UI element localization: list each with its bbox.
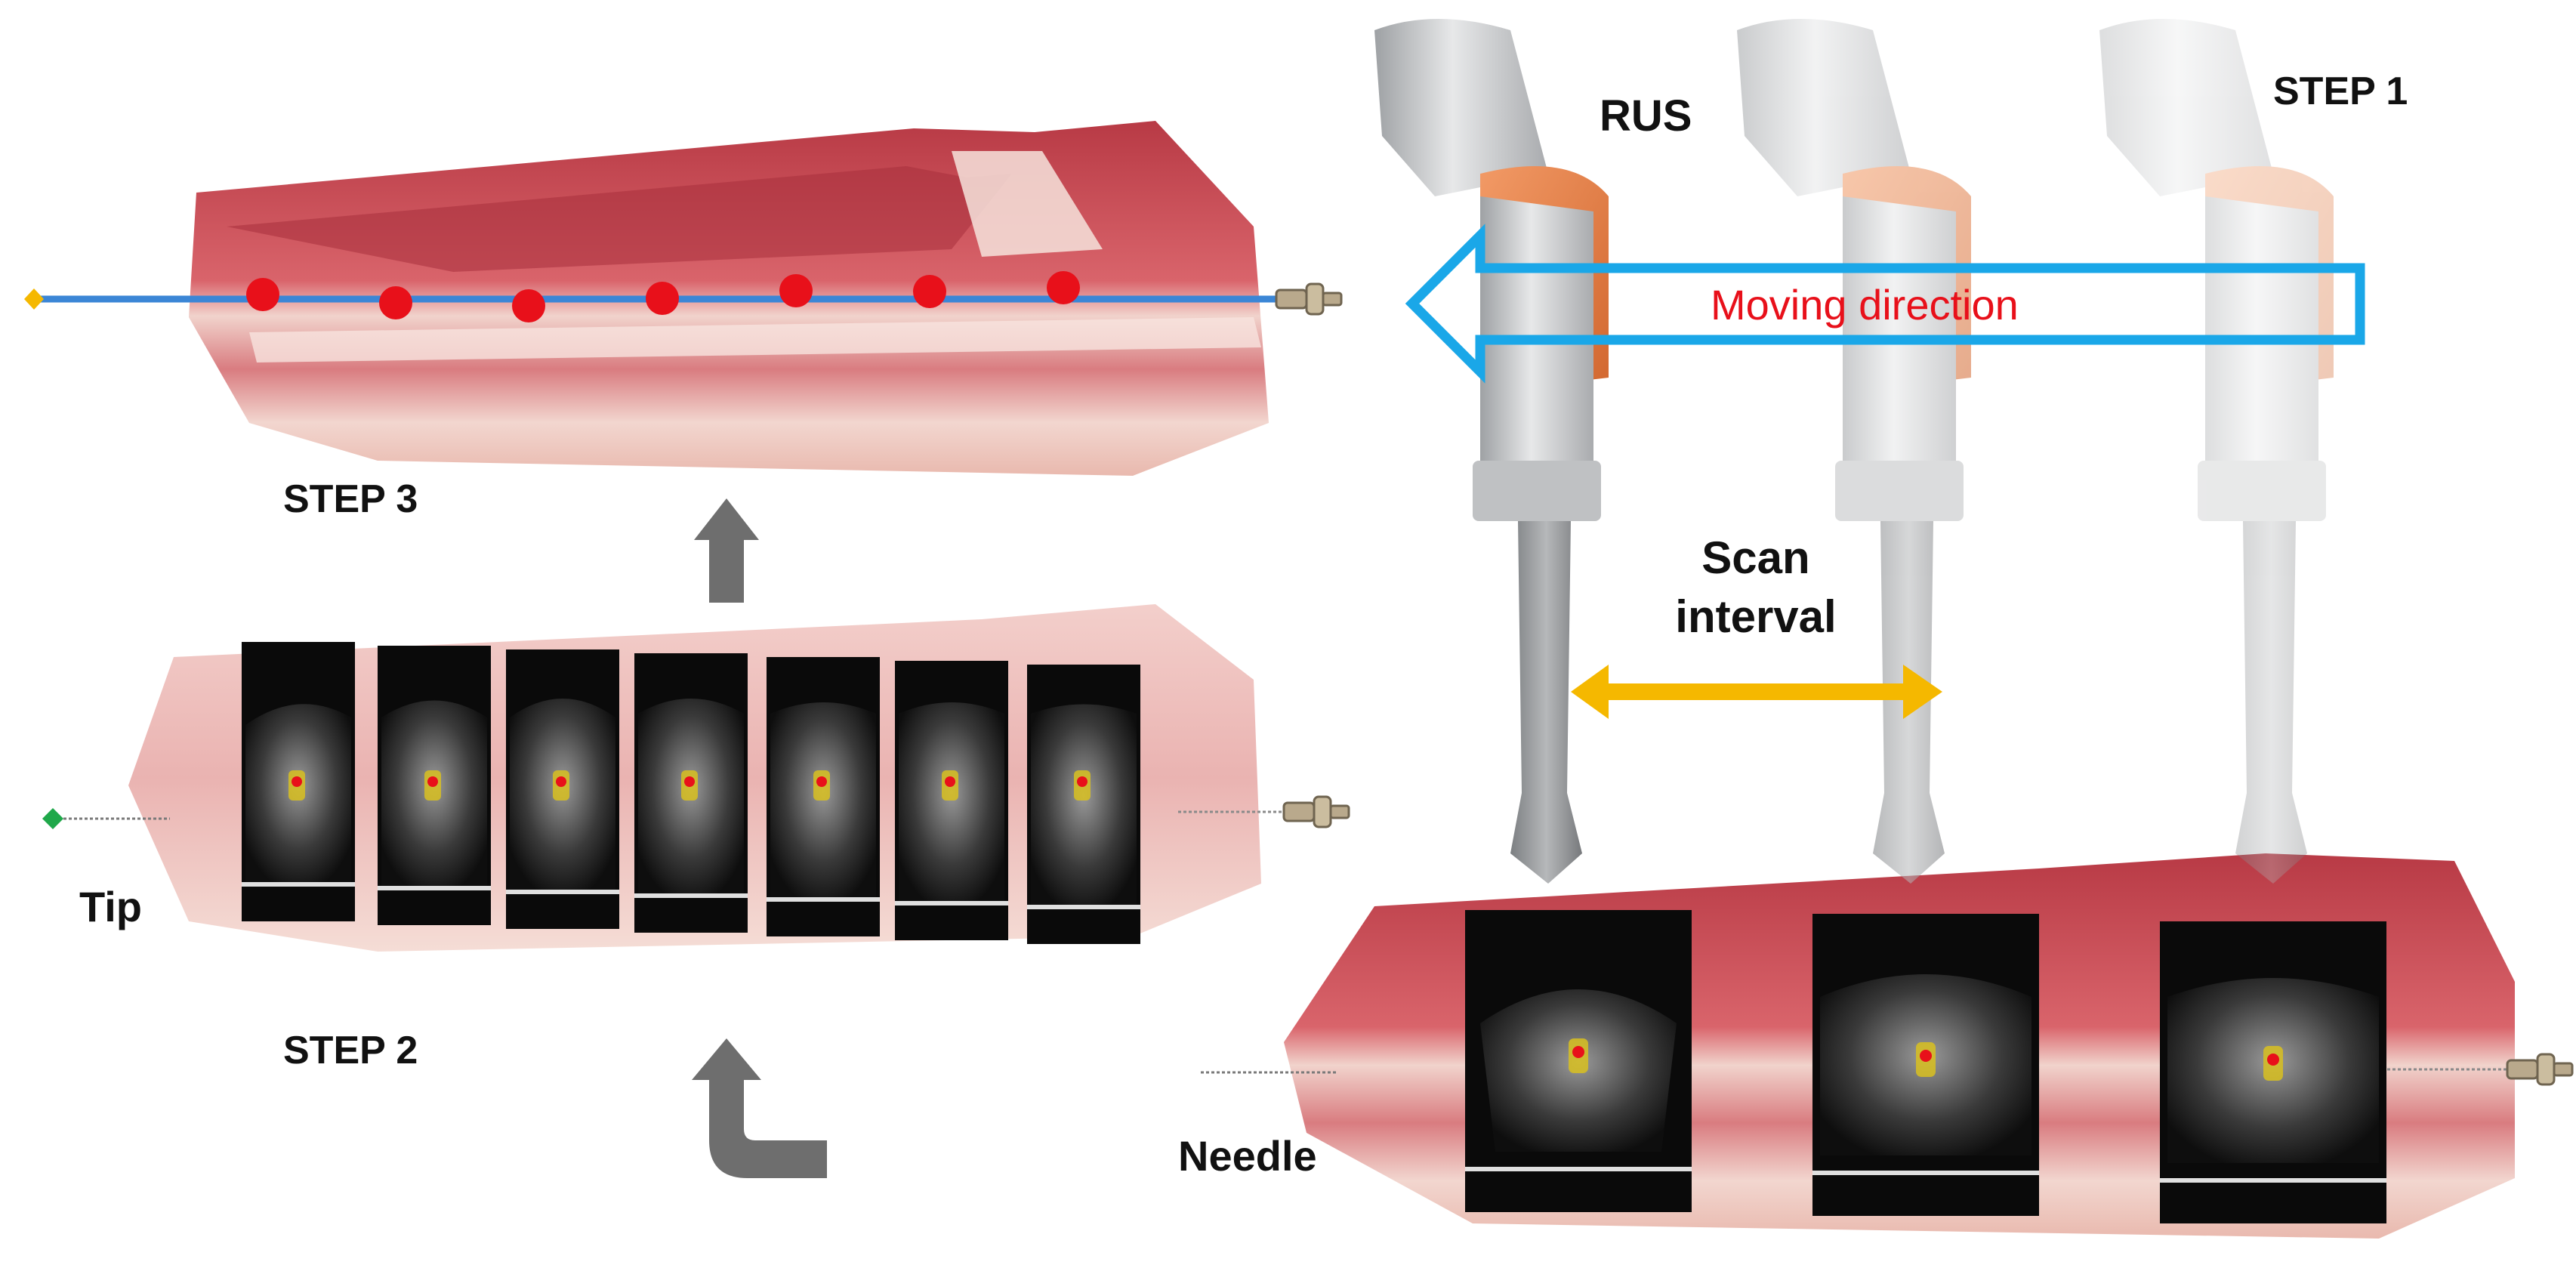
sampling-point — [779, 274, 813, 307]
robot-arm-rus — [1374, 19, 1609, 884]
robot-arm-step1 — [2099, 19, 2334, 884]
ultrasound-image — [2160, 921, 2386, 1223]
tip-marker-step3 — [24, 288, 44, 310]
syringe-hub-icon — [1275, 282, 1343, 316]
arrow-up-icon — [694, 498, 759, 603]
ultrasound-image — [1812, 914, 2039, 1216]
ultrasound-image — [242, 642, 355, 921]
ultrasound-image — [895, 661, 1008, 940]
step1-ultrasound-images — [1465, 910, 2386, 1223]
moving-direction-label: Moving direction — [1711, 281, 2019, 329]
ultrasound-image — [634, 653, 748, 933]
rus-label: RUS — [1600, 91, 1692, 140]
ultrasound-image — [767, 657, 880, 936]
needle-label: Needle — [1178, 1132, 1317, 1180]
step1-label: STEP 1 — [2273, 69, 2408, 113]
sampling-point — [1047, 271, 1080, 304]
sampling-point — [512, 289, 545, 322]
step3-label: STEP 3 — [283, 477, 418, 521]
scan-interval-arrow — [1571, 665, 1942, 719]
ultrasound-image — [378, 646, 491, 925]
scan-interval-line1: Scan — [1701, 532, 1810, 583]
bent-arrow-icon — [692, 1038, 827, 1178]
sampling-point — [379, 286, 412, 319]
step1-needle — [1201, 1068, 2507, 1074]
sampling-point — [246, 278, 279, 311]
syringe-hub-icon — [2506, 1053, 2574, 1086]
ultrasound-image-stack — [242, 642, 1140, 944]
scan-interval-line2: interval — [1675, 591, 1837, 642]
moving-direction-arrow — [1405, 224, 2365, 384]
scan-interval-label: Scan interval — [1654, 529, 1858, 646]
step2-label: STEP 2 — [283, 1029, 418, 1072]
ultrasound-image — [1027, 665, 1140, 944]
tip-label: Tip — [79, 883, 142, 930]
robot-arm-step1b — [1737, 19, 1971, 884]
step2-needle — [53, 810, 1284, 820]
sampling-points — [246, 271, 1080, 322]
sampling-point — [646, 282, 679, 315]
ultrasound-image — [1465, 910, 1692, 1212]
sampling-point — [913, 275, 946, 308]
tip-marker-step2 — [42, 808, 63, 829]
syringe-hub-icon — [1282, 795, 1350, 828]
ultrasound-image — [506, 649, 619, 929]
